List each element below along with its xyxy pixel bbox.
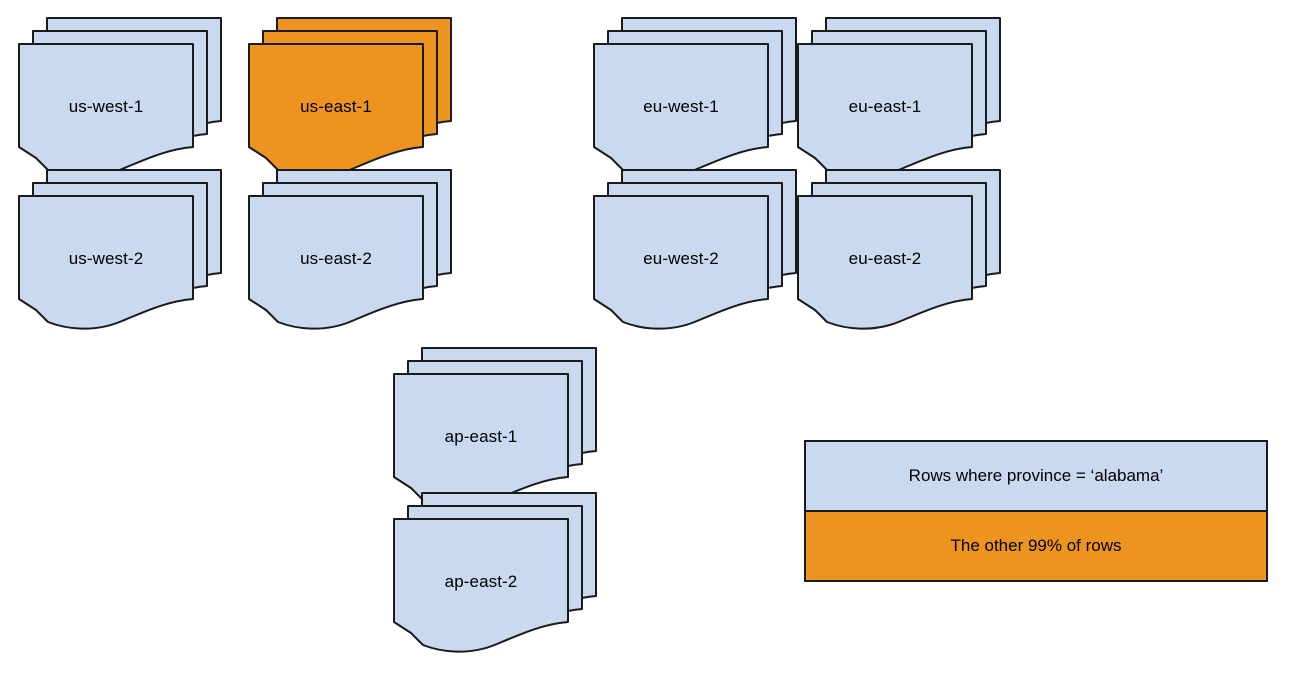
- document-front: [593, 43, 769, 178]
- document-stack-shape: [797, 17, 1001, 178]
- document-stack-shape: [18, 17, 222, 178]
- document-page: [393, 518, 569, 653]
- document-stack-us-west-1[interactable]: us-west-1: [18, 17, 234, 182]
- document-front: [593, 195, 769, 330]
- legend-label: The other 99% of rows: [950, 536, 1122, 555]
- document-front: [248, 195, 424, 330]
- document-stack-us-east-2[interactable]: us-east-2: [248, 169, 464, 334]
- document-stack-ap-east-2[interactable]: ap-east-2: [393, 492, 609, 657]
- document-stack-shape: [393, 347, 597, 508]
- document-page: [393, 373, 569, 508]
- document-front: [248, 43, 424, 178]
- document-front: [18, 195, 194, 330]
- document-stack-eu-east-2[interactable]: eu-east-2: [797, 169, 1013, 334]
- document-stack-ap-east-1[interactable]: ap-east-1: [393, 347, 609, 512]
- document-stack-shape: [248, 169, 452, 330]
- document-stack-shape: [797, 169, 1001, 330]
- document-stack-us-west-2[interactable]: us-west-2: [18, 169, 234, 334]
- document-stack-shape: [18, 169, 222, 330]
- document-stack-us-east-1[interactable]: us-east-1: [248, 17, 464, 182]
- document-stack-eu-west-1[interactable]: eu-west-1: [593, 17, 809, 182]
- legend: Rows where province = ‘alabama’ The other…: [804, 440, 1268, 582]
- document-front: [797, 195, 973, 330]
- document-page: [248, 43, 424, 178]
- document-stack-shape: [593, 169, 797, 330]
- document-page: [248, 195, 424, 330]
- document-stack-shape: [393, 492, 597, 653]
- document-stack-shape: [248, 17, 452, 178]
- document-stack-eu-west-2[interactable]: eu-west-2: [593, 169, 809, 334]
- document-front: [18, 43, 194, 178]
- document-front: [797, 43, 973, 178]
- legend-label: Rows where province = ‘alabama’: [908, 466, 1164, 485]
- document-page: [18, 43, 194, 178]
- document-front: [393, 373, 569, 508]
- document-front: [393, 518, 569, 653]
- document-page: [18, 195, 194, 330]
- document-stack-eu-east-1[interactable]: eu-east-1: [797, 17, 1013, 182]
- document-stack-shape: [593, 17, 797, 178]
- document-page: [797, 43, 973, 178]
- document-page: [593, 43, 769, 178]
- legend-row-highlight: The other 99% of rows: [806, 512, 1266, 580]
- legend-row-primary: Rows where province = ‘alabama’: [806, 442, 1266, 512]
- document-page: [797, 195, 973, 330]
- document-page: [593, 195, 769, 330]
